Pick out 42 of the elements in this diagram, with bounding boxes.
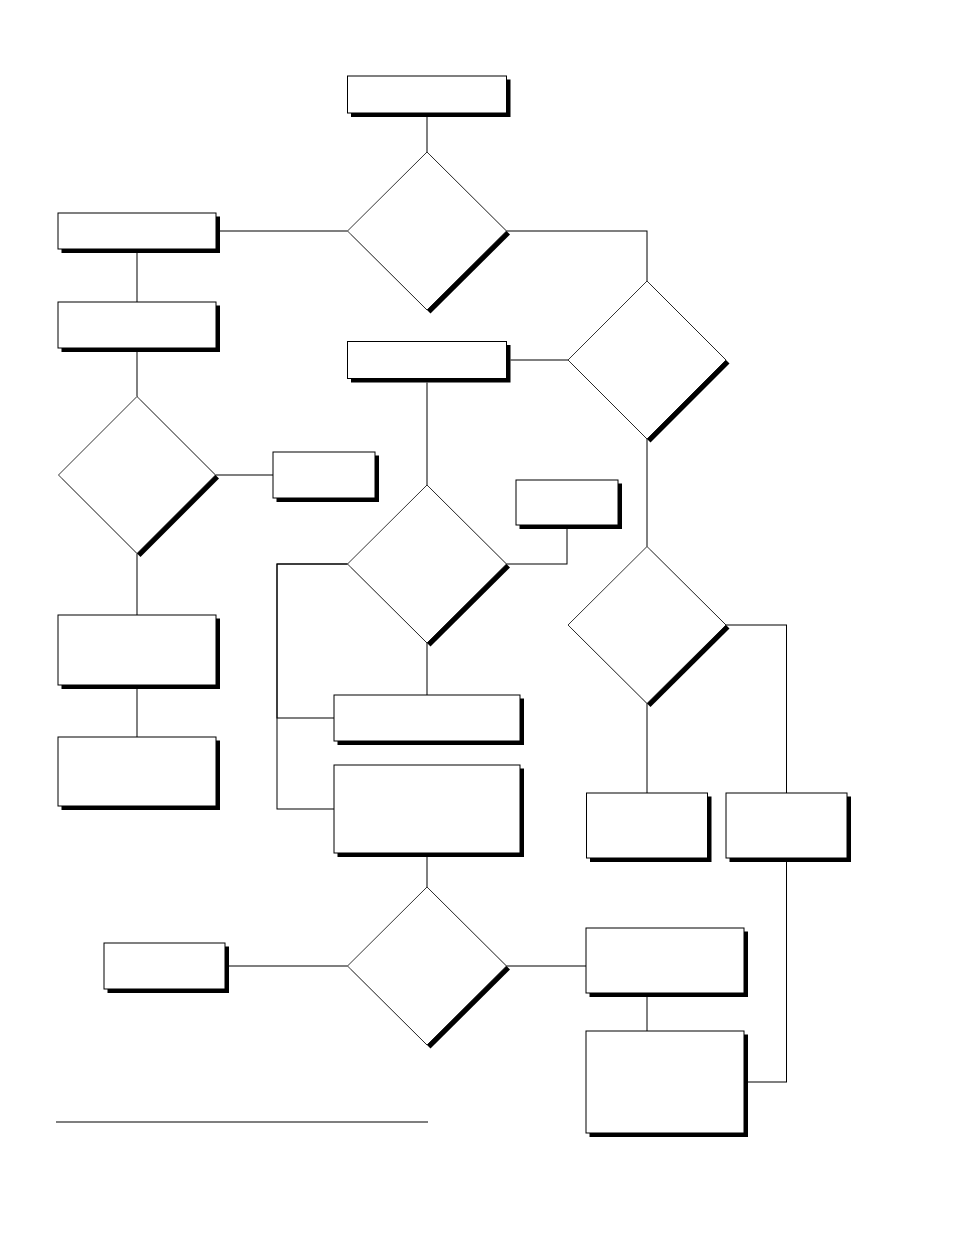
connector-line: [136, 688, 138, 738]
decision-diamond: [567, 280, 730, 443]
process-box: [333, 764, 524, 857]
connector-line: [276, 563, 348, 810]
connector-line: [506, 528, 568, 565]
decision-diamond: [58, 396, 219, 557]
connector-line: [426, 642, 428, 696]
connector-line: [506, 230, 648, 282]
process-box: [57, 301, 220, 352]
process-box: [585, 1030, 748, 1137]
decision-diamond: [567, 546, 730, 707]
process-box: [725, 792, 851, 862]
connector-line: [646, 703, 648, 794]
connector-line: [426, 856, 428, 888]
connector-line: [510, 359, 569, 361]
process-box: [586, 792, 712, 862]
decision-diamond: [347, 886, 510, 1049]
process-box: [333, 694, 524, 745]
connector-line: [136, 351, 138, 397]
connector-line: [136, 252, 138, 303]
connector-line: [136, 553, 138, 616]
decision-diamond: [347, 484, 510, 647]
connector-line: [426, 116, 428, 153]
decision-diamond: [347, 151, 510, 314]
connector-line: [215, 474, 274, 476]
process-box: [57, 736, 220, 810]
process-box: [515, 479, 622, 529]
connector-line: [426, 382, 428, 486]
connector-line: [646, 438, 648, 547]
connector-line: [725, 624, 787, 794]
connector-line: [646, 996, 648, 1032]
connector-line: [219, 230, 348, 232]
connector-line: [506, 965, 587, 967]
process-box: [57, 614, 220, 689]
process-box: [103, 942, 229, 993]
process-box: [57, 212, 220, 253]
connector-line: [747, 861, 787, 1083]
process-box: [347, 75, 511, 117]
connector-line: [228, 965, 348, 967]
process-box: [585, 927, 748, 997]
process-box: [272, 451, 379, 502]
process-box: [347, 341, 511, 383]
